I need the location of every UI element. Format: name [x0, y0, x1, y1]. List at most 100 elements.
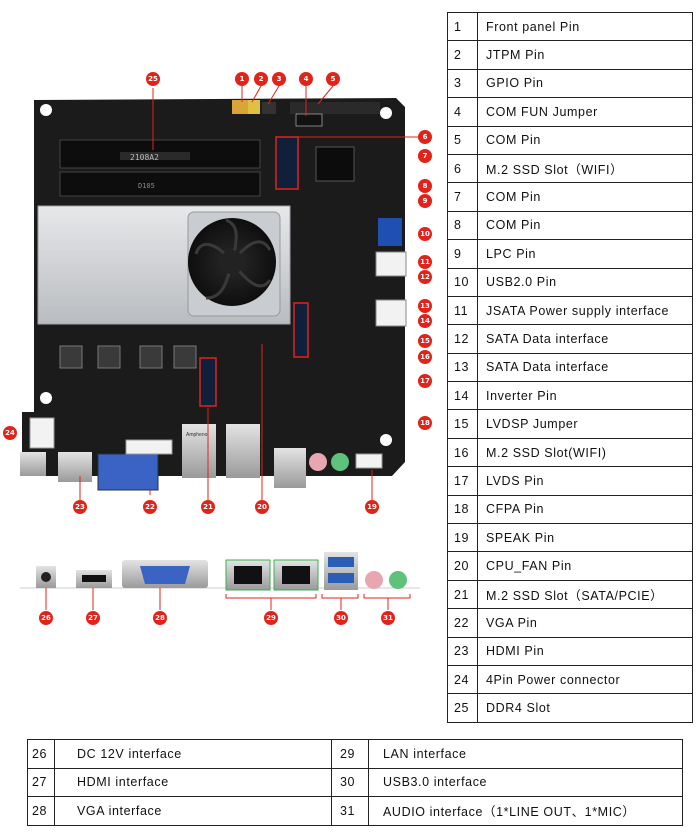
callout-22: 22	[143, 500, 157, 514]
legend-number: 4	[447, 97, 478, 127]
io-legend-label: VGA interface	[54, 796, 332, 826]
legend-label: SATA Data interface	[477, 352, 693, 383]
board-usb-stack	[274, 448, 306, 488]
sata-connectors	[375, 251, 407, 327]
legend-number: 5	[447, 125, 478, 155]
io-usb3	[324, 552, 358, 590]
legend-number: 14	[447, 381, 478, 411]
callout-28: 28	[153, 611, 167, 625]
callout-15: 15	[418, 334, 432, 348]
legend-number: 12	[447, 324, 478, 354]
io-legend-label: HDMI interface	[54, 767, 332, 797]
callout-3: 3	[272, 72, 286, 86]
legend-number: 7	[447, 182, 478, 212]
callout-29: 29	[264, 611, 278, 625]
ddr-slot-marking: 2108A2	[130, 153, 159, 162]
legend-number: 1	[447, 11, 478, 42]
board-vga-port	[97, 453, 159, 491]
mounting-holes	[40, 104, 392, 446]
cpu-heatsink	[37, 205, 291, 325]
legend-label: Front panel Pin	[477, 11, 693, 42]
board-vga-header	[125, 439, 173, 455]
board-speak-header	[355, 453, 383, 469]
top-pin-headers	[232, 100, 380, 127]
board-lan-port-2	[226, 424, 260, 478]
legend-number: 22	[447, 608, 478, 638]
callout-5: 5	[326, 72, 340, 86]
io-hdmi	[76, 570, 112, 588]
io-audio-pink	[365, 571, 383, 589]
callout-11: 11	[418, 255, 432, 269]
legend-number: 25	[447, 693, 478, 723]
io-legend-label: DC 12V interface	[54, 739, 332, 769]
legend-label: Inverter Pin	[477, 381, 693, 411]
callout-19: 19	[365, 500, 379, 514]
io-legend-label: AUDIO interface（1*LINE OUT、1*MIC）	[368, 796, 683, 826]
legend-number: 2	[447, 40, 478, 70]
legend-label: USB2.0 Pin	[477, 267, 693, 297]
legend-number: 10	[447, 267, 478, 297]
legend-label: HDMI Pin	[477, 636, 693, 666]
legend-number: 15	[447, 409, 478, 439]
legend-label: COM Pin	[477, 182, 693, 212]
power-chokes	[59, 345, 197, 369]
legend-label: VGA Pin	[477, 608, 693, 638]
callout-13: 13	[418, 299, 432, 313]
legend-label: LVDSP Jumper	[477, 409, 693, 439]
board-lan-port-1	[182, 424, 216, 478]
ddr4-slot: 2108A2 D105	[59, 139, 261, 197]
legend-number: 13	[447, 352, 478, 383]
legend-label: LPC Pin	[477, 239, 693, 269]
callout-20: 20	[255, 500, 269, 514]
m2-wifi-slot	[293, 302, 309, 358]
io-legend-number: 31	[331, 796, 369, 826]
board-dc-jack	[20, 452, 46, 476]
callout-23: 23	[73, 500, 87, 514]
io-legend-label: USB3.0 interface	[368, 767, 683, 797]
callout-24: 24	[3, 426, 17, 440]
board-audio-pink	[309, 453, 327, 471]
callout-9: 9	[418, 194, 432, 208]
legend-label: SATA Data interface	[477, 324, 693, 354]
callout-18: 18	[418, 416, 432, 430]
io-dc-jack	[36, 566, 56, 588]
legend-number: 8	[447, 210, 478, 241]
legend-label: JTPM Pin	[477, 40, 693, 70]
io-vga	[122, 560, 208, 588]
io-legend-number: 30	[331, 767, 369, 797]
cpu-fan	[188, 218, 276, 306]
legend-number: 21	[447, 579, 478, 610]
callout-27: 27	[86, 611, 100, 625]
callout-12: 12	[418, 270, 432, 284]
chipset	[315, 146, 355, 182]
legend-number: 6	[447, 153, 478, 184]
lan-brand-marking: Amphenol	[186, 432, 209, 438]
callout-8: 8	[418, 179, 432, 193]
pcb-board	[22, 98, 405, 476]
callout-10: 10	[418, 227, 432, 241]
ddr-slot-marking-lower: D105	[138, 182, 155, 190]
callout-7: 7	[418, 149, 432, 163]
legend-label: COM Pin	[477, 210, 693, 241]
callout-4: 4	[299, 72, 313, 86]
legend-number: 20	[447, 551, 478, 581]
callout-1: 1	[235, 72, 249, 86]
board-audio-green	[331, 453, 349, 471]
